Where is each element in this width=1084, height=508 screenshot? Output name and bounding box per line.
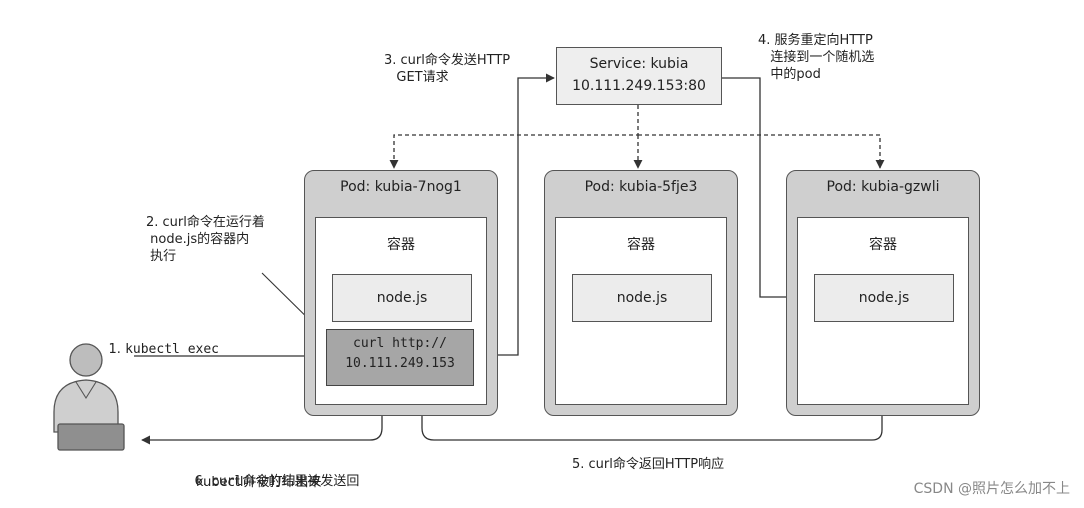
curl-command-box: curl http:// 10.111.249.153: [326, 329, 474, 386]
step-6-label: 6. curl命令的结果被发送回: [178, 456, 360, 507]
curl-line1: curl http://: [353, 336, 447, 351]
nodejs-box: node.js: [332, 274, 472, 322]
container: 容器 node.js: [797, 217, 969, 405]
step-6-command: curl: [211, 474, 243, 489]
arrow-result-to-user: [141, 386, 383, 445]
step-6-label-line2: kubectl并被打印出来: [196, 475, 322, 490]
step-4-label: 4. 服务重定向HTTP 连接到一个随机选 中的pod: [758, 33, 875, 82]
arrow-service-to-pod: [722, 77, 809, 302]
step-1-prefix: 1.: [108, 342, 126, 357]
step-1-command: kubectl exec: [125, 342, 219, 357]
pod-kubia-gzwli: Pod: kubia-gzwli 容器 node.js: [786, 170, 980, 416]
watermark: CSDN @照片怎么加不上: [913, 481, 1070, 497]
nodejs-box: node.js: [814, 274, 954, 322]
step-6-prefix: 6.: [194, 474, 212, 489]
user-icon: [53, 343, 125, 451]
dashed-service-link: [389, 105, 639, 169]
nodejs-box: node.js: [572, 274, 712, 322]
arrow-http-response: [417, 328, 883, 441]
service-name: Service: kubia: [589, 56, 689, 72]
curl-line2: 10.111.249.153: [345, 356, 455, 371]
step-5-label: 5. curl命令返回HTTP响应: [572, 457, 725, 472]
pod-title: Pod: kubia-7nog1: [340, 179, 462, 195]
step-1-label: 1. kubectl exec: [92, 324, 219, 375]
service-address: 10.111.249.153:80: [572, 78, 706, 94]
container-label: 容器: [869, 237, 897, 253]
service-box: Service: kubia 10.111.249.153:80: [556, 47, 722, 105]
step-3-label: 3. curl命令发送HTTP GET请求: [384, 53, 511, 85]
container-label: 容器: [387, 237, 415, 253]
dashed-service-link: [638, 134, 885, 169]
pod-title: Pod: kubia-5fje3: [584, 179, 698, 195]
container-label: 容器: [627, 237, 655, 253]
container: 容器 node.js: [555, 217, 727, 405]
pod-title: Pod: kubia-gzwli: [826, 179, 940, 195]
step-2-label: 2. curl命令在运行着 node.js的容器内 执行: [146, 215, 265, 264]
pod-kubia-5fje3: Pod: kubia-5fje3 容器 node.js: [544, 170, 738, 416]
step-6-text: 命令的结果被发送回: [242, 474, 360, 489]
